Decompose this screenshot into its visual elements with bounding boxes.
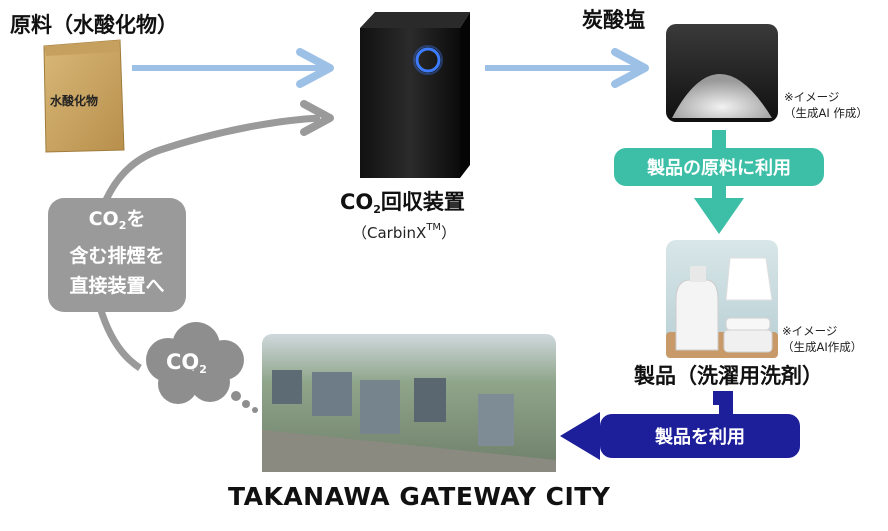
exhaust-line-1-post: を	[126, 208, 146, 230]
city-title: TAKANAWA GATEWAY CITY	[228, 482, 611, 511]
raw-material-title: 原料（水酸化物）	[10, 13, 178, 37]
device-model: （CarbinXTM）	[352, 222, 456, 243]
bag-label: 水酸化物	[50, 94, 99, 108]
exhaust-line-1: CO2を	[48, 204, 186, 241]
raw-material-bag-image	[43, 39, 125, 153]
use-product-label: 製品を利用	[600, 414, 800, 458]
device-title-sub: 2	[373, 203, 381, 216]
device-model-pre: （CarbinX	[352, 224, 427, 242]
arrow-carbonate-to-product	[694, 130, 744, 234]
product-note-2: （生成AI作成）	[782, 340, 863, 354]
exhaust-direct-box: CO2を 含む排煙を 直接装置へ	[48, 198, 186, 312]
device-model-sup: TM	[426, 222, 442, 233]
co2-cloud-label: CO2	[166, 350, 207, 376]
carbonate-title: 炭酸塩	[582, 8, 645, 32]
device-title-co: CO	[340, 190, 374, 214]
detergent-product-image	[666, 240, 778, 358]
co2-cloud-shape	[146, 322, 258, 413]
co2-capture-device-image	[360, 12, 470, 178]
device-title: CO2回収装置	[340, 190, 465, 216]
carbonate-note-2: （生成AI 作成）	[784, 106, 868, 120]
carbonate-powder-image	[666, 24, 778, 122]
product-title: 製品（洗濯用洗剤）	[634, 364, 823, 388]
co2-cloud-sub: 2	[199, 363, 207, 376]
arrow-device-to-carbonate	[485, 48, 649, 88]
city-photo	[262, 334, 556, 472]
exhaust-line-1-co: CO	[88, 208, 119, 230]
exhaust-line-3: 直接装置へ	[69, 275, 165, 297]
device-model-post: ）	[441, 224, 457, 242]
arrow-material-to-device	[132, 48, 334, 88]
arrow-exhaust-to-device	[90, 100, 334, 371]
exhaust-line-2: 含む排煙を	[69, 245, 165, 267]
co2-cloud-co: CO	[166, 350, 200, 374]
device-title-post: 回収装置	[380, 190, 465, 214]
exhaust-line-1-sub: 2	[118, 219, 127, 232]
use-as-material-label: 製品の原料に利用	[614, 148, 824, 186]
carbonate-note-1: ※イメージ	[784, 90, 840, 104]
product-note-1: ※イメージ	[782, 324, 838, 338]
